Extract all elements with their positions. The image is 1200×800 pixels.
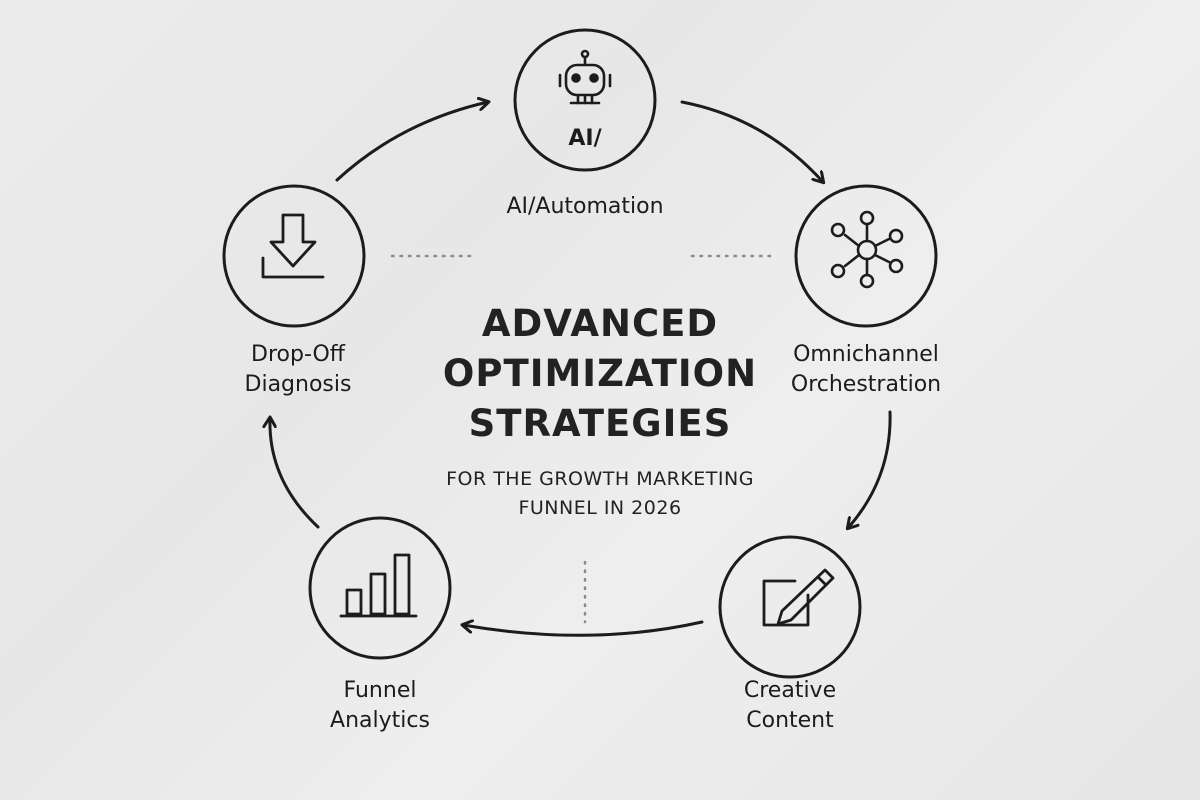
arrow-omnichannel-to-creative — [848, 410, 892, 528]
node-circle-analytics — [308, 516, 452, 660]
network-hub-icon — [830, 210, 904, 289]
label-creative-line-1: Creative — [743, 678, 837, 703]
arrow-creative-to-analytics — [463, 622, 704, 637]
label-creative-line-2: Content — [746, 708, 834, 733]
label-omnichannel-orchestration: Omnichannel Orchestration — [756, 340, 976, 400]
label-drop-off-line-2: Diagnosis — [244, 372, 352, 397]
label-funnel-line-1: Funnel — [343, 678, 417, 703]
download-icon — [261, 213, 325, 279]
label-drop-off-diagnosis: Drop-Off Diagnosis — [198, 340, 398, 400]
title-line-1: ADVANCED — [481, 302, 719, 345]
ai-icon-text: AI/ — [568, 126, 602, 151]
pencil-square-icon — [762, 568, 835, 627]
arrow-ai-to-omnichannel — [680, 100, 823, 182]
subtitle-line-2: FUNNEL IN 2026 — [518, 497, 682, 519]
node-circle-drop-off — [222, 184, 366, 328]
arrow-drop-off-to-ai — [335, 102, 488, 182]
label-creative-content: Creative Content — [690, 676, 890, 736]
label-ai-automation-line-1: AI/Automation — [506, 194, 664, 219]
label-omnichannel-line-2: Orchestration — [790, 372, 942, 397]
bar-chart-icon — [339, 553, 418, 618]
arrow-analytics-to-drop-off — [270, 418, 320, 529]
node-circle-creative — [718, 535, 862, 679]
node-circle-omnichannel — [794, 184, 938, 328]
subtitle-line-1: FOR THE GROWTH MARKETING — [446, 468, 754, 490]
label-omnichannel-line-1: Omnichannel — [793, 342, 939, 367]
label-drop-off-line-1: Drop-Off — [251, 342, 345, 367]
label-funnel-line-2: Analytics — [330, 708, 430, 733]
robot-icon — [558, 49, 612, 105]
title-line-2: OPTIMIZATION — [442, 352, 758, 395]
label-ai-automation: AI/Automation — [465, 192, 705, 222]
node-circle-ai-automation — [513, 28, 657, 172]
label-funnel-analytics: Funnel Analytics — [280, 676, 480, 736]
title-line-3: STRATEGIES — [468, 402, 732, 445]
